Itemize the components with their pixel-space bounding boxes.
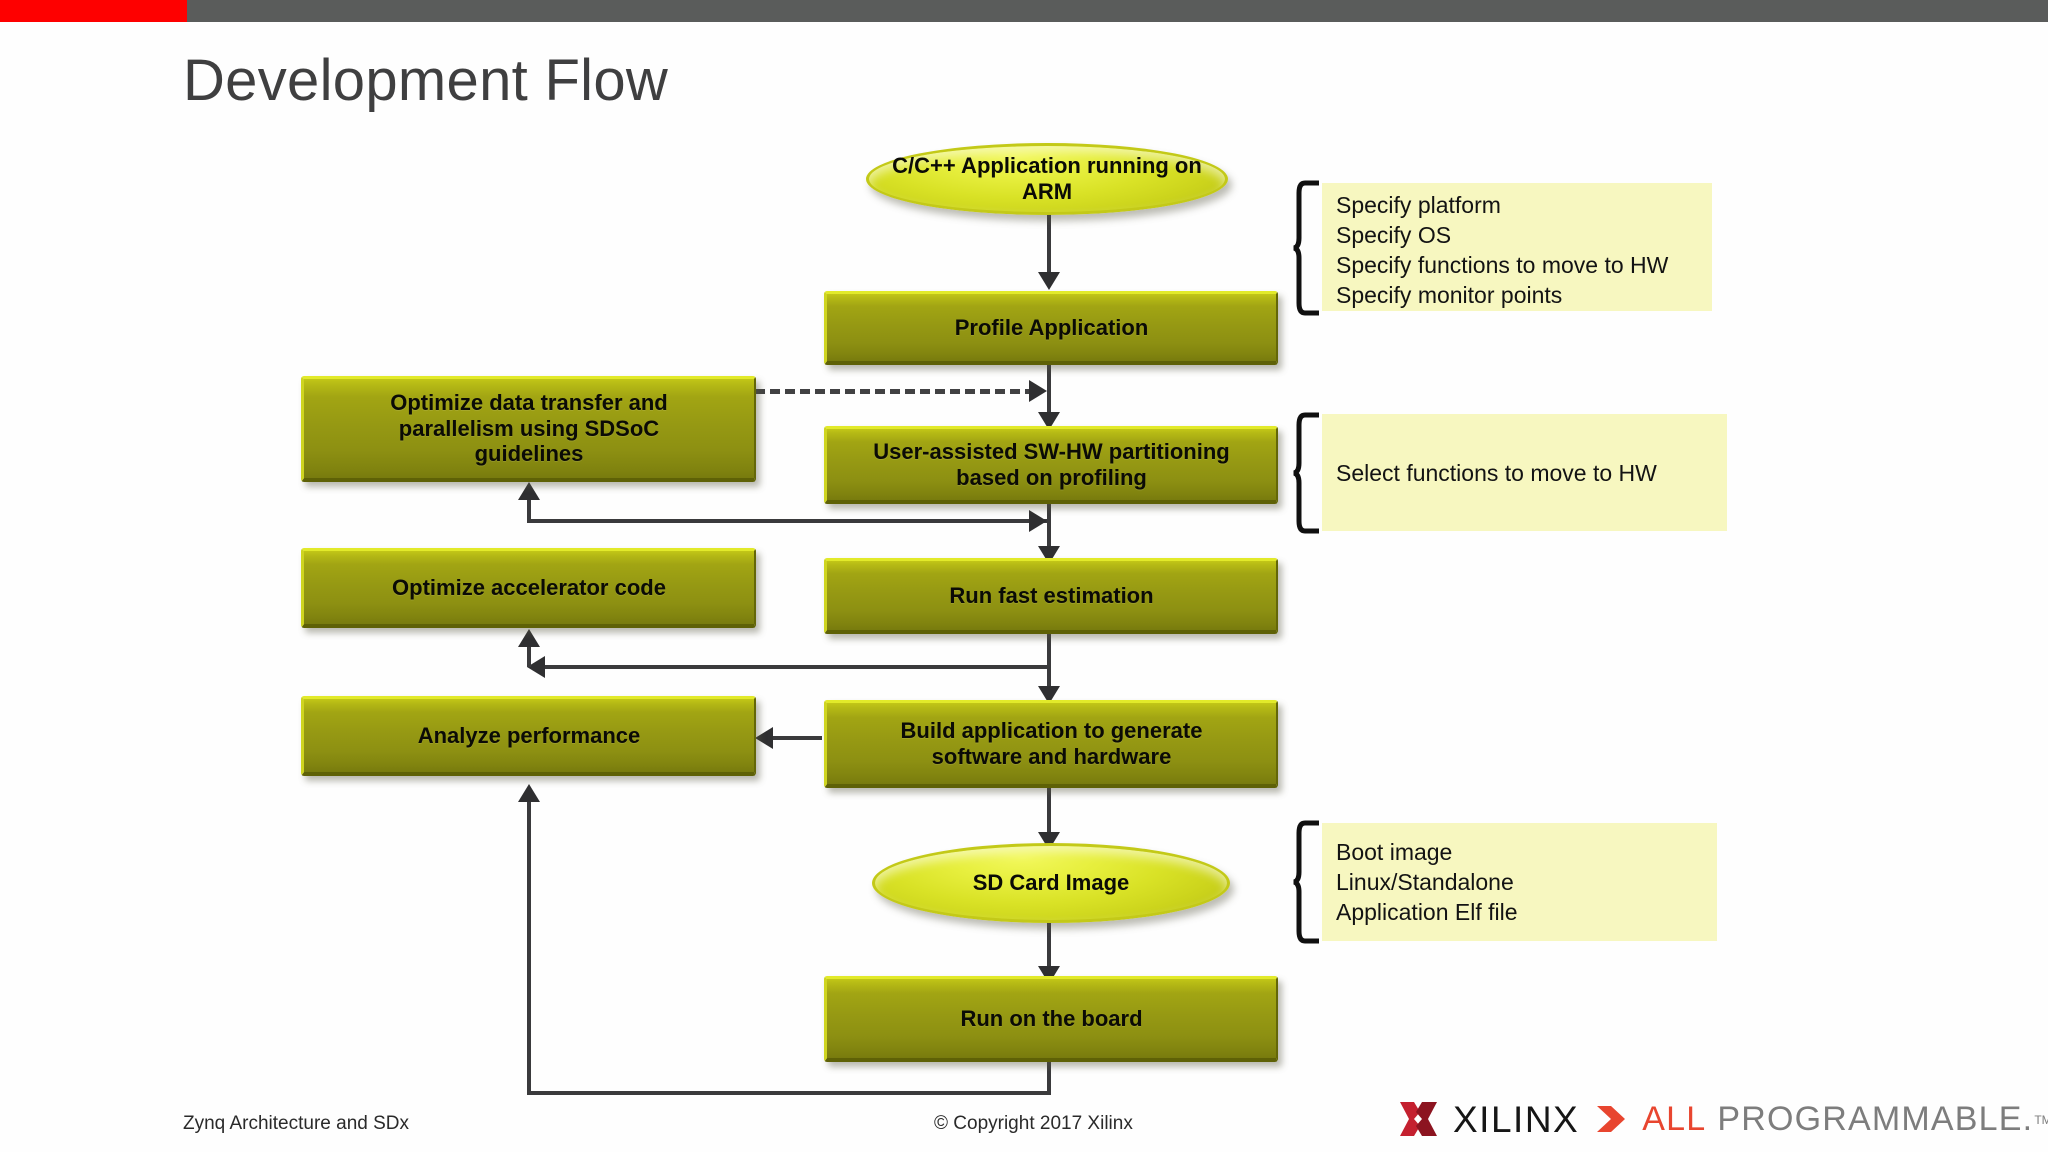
- note-boot-line-2: Linux/Standalone: [1336, 869, 1514, 895]
- logo-all-text: ALL: [1642, 1100, 1707, 1138]
- node-build-application[interactable]: Build application to generate software a…: [824, 700, 1278, 788]
- connector-loop-bottom: [527, 1091, 1051, 1095]
- node-build-application-line1: Build application to generate: [900, 717, 1203, 743]
- note-specify: Specify platform Specify OS Specify func…: [1322, 183, 1712, 311]
- connector-sdcard-to-runboard: [1047, 920, 1051, 978]
- note-select-line-1: Select functions to move to HW: [1336, 459, 1657, 486]
- note-specify-line-4: Specify monitor points: [1336, 282, 1563, 308]
- arrowhead-up-into-optimize-accel: [518, 629, 540, 647]
- node-build-application-line2: software and hardware: [931, 743, 1172, 769]
- node-sd-card-image[interactable]: SD Card Image: [872, 843, 1230, 923]
- note-specify-line-1: Specify platform: [1336, 192, 1501, 218]
- arrowhead-app-to-profile: [1038, 272, 1060, 290]
- arrowhead-dashed-optimize-to-flow: [1029, 380, 1047, 402]
- node-run-on-the-board[interactable]: Run on the board: [824, 976, 1278, 1062]
- connector-build-to-sdcard: [1047, 786, 1051, 846]
- node-profile-application[interactable]: Profile Application: [824, 291, 1278, 365]
- note-boot-line-1: Boot image: [1336, 839, 1453, 865]
- node-optimize-data-transfer-line1: Optimize data transfer and: [390, 390, 668, 416]
- connector-up-to-optimize-transfer: [527, 498, 531, 522]
- node-profile-application-label: Profile Application: [954, 314, 1149, 340]
- chevron-right-icon: [1597, 1106, 1626, 1132]
- note-boot: Boot image Linux/Standalone Application …: [1322, 823, 1717, 941]
- note-boot-line-3: Application Elf file: [1336, 899, 1518, 925]
- connector-estimate-down: [1047, 632, 1051, 698]
- footer-copyright: © Copyright 2017 Xilinx: [934, 1113, 1133, 1134]
- arrowhead-estimate-to-build: [1038, 686, 1060, 704]
- connector-partition-down: [1047, 502, 1051, 560]
- node-optimize-data-transfer-line2: parallelism using SDSoC: [398, 415, 660, 441]
- connector-profile-to-partition: [1047, 364, 1051, 426]
- connector-branch-to-optimize-accel: [535, 665, 1049, 669]
- brace-select: [1293, 412, 1319, 534]
- arrowhead-up-to-optimize-transfer: [518, 482, 540, 500]
- connector-up-to-optimize-accel: [527, 645, 531, 667]
- node-analyze-performance[interactable]: Analyze performance: [301, 696, 756, 776]
- note-specify-line-2: Specify OS: [1336, 222, 1452, 248]
- top-accent-bar: [0, 0, 2048, 22]
- xilinx-mark-icon: [1400, 1102, 1437, 1136]
- connector-loop-up-to-analyze: [527, 800, 531, 1093]
- logo-programmable-text: PROGRAMMABLE.: [1717, 1100, 2034, 1138]
- node-cpp-application-line2: running on ARM: [1021, 153, 1202, 204]
- top-accent-bar-red: [0, 0, 187, 22]
- node-cpp-application-line1: C/C++ Application: [892, 153, 1081, 179]
- xilinx-wordmark: XILINX: [1453, 1098, 1580, 1140]
- node-sw-hw-partitioning[interactable]: User-assisted SW-HW partitioning based o…: [824, 426, 1278, 504]
- connector-build-to-analyze: [772, 736, 822, 740]
- node-sw-hw-partitioning-line1: User-assisted SW-HW partitioning: [873, 438, 1230, 464]
- logo-trademark-text: TM: [2034, 1113, 2048, 1127]
- note-specify-line-3: Specify functions to move to HW: [1336, 252, 1669, 278]
- arrowhead-loop-into-analyze: [518, 784, 540, 802]
- node-optimize-accelerator-code-label: Optimize accelerator code: [392, 574, 666, 600]
- arrowhead-build-to-analyze: [755, 727, 773, 749]
- node-optimize-accelerator-code[interactable]: Optimize accelerator code: [301, 548, 756, 628]
- node-optimize-data-transfer-line3: guidelines: [474, 441, 584, 467]
- xilinx-logo: XILINX ALL PROGRAMMABLE. TM: [1398, 1097, 2048, 1141]
- node-analyze-performance-label: Analyze performance: [417, 722, 641, 748]
- node-sw-hw-partitioning-line2: based on profiling: [956, 464, 1147, 490]
- arrowhead-branch-to-partition-line: [1029, 510, 1047, 532]
- node-cpp-application[interactable]: C/C++ Application running on ARM: [866, 143, 1228, 215]
- connector-app-to-profile: [1047, 212, 1051, 282]
- node-optimize-data-transfer[interactable]: Optimize data transfer and parallelism u…: [301, 376, 756, 482]
- connector-branch-to-optimize-transfer: [527, 519, 1049, 523]
- node-run-fast-estimation-label: Run fast estimation: [949, 582, 1154, 608]
- node-run-fast-estimation[interactable]: Run fast estimation: [824, 558, 1278, 634]
- connector-dashed-optimize-to-flow: [755, 389, 1035, 394]
- brace-boot: [1293, 820, 1319, 944]
- brace-specify: [1293, 180, 1319, 316]
- node-run-on-the-board-label: Run on the board: [960, 1005, 1143, 1031]
- footer-left-text: Zynq Architecture and SDx: [183, 1113, 409, 1134]
- arrowhead-branch-to-optimize-accel: [527, 656, 545, 678]
- page-title: Development Flow: [183, 48, 669, 113]
- note-select: Select functions to move to HW: [1322, 414, 1727, 531]
- arrowhead-profile-to-partition: [1038, 412, 1060, 430]
- connector-runboard-down: [1047, 1061, 1051, 1095]
- node-sd-card-image-label: SD Card Image: [972, 870, 1130, 896]
